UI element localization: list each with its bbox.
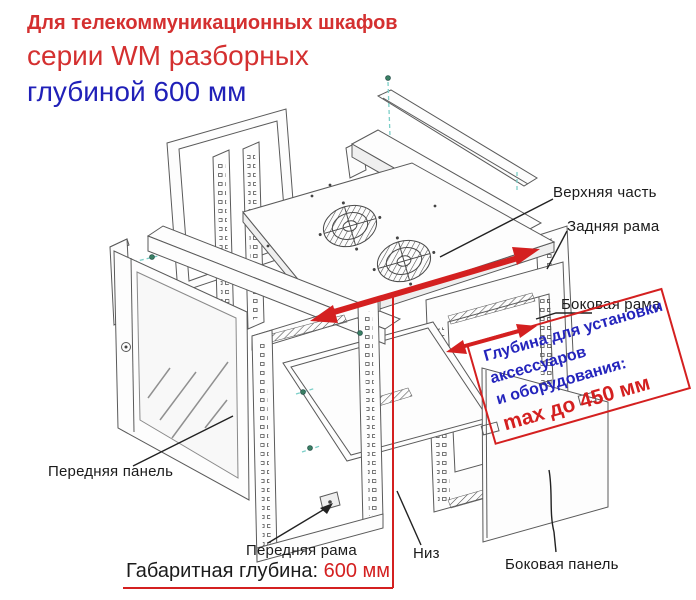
accessory-depth-arrow (446, 324, 537, 354)
dimension-line (123, 295, 394, 589)
leader-front-frame (267, 506, 329, 544)
side-panel-part (480, 367, 609, 543)
overall-depth-label: Габаритная глубина: (126, 560, 319, 582)
bottom-panel-part (282, 321, 498, 462)
leader-side-frame (535, 312, 592, 320)
leader-front-panel (132, 415, 234, 467)
leader-bottom (396, 490, 422, 546)
fan-icon (372, 236, 436, 286)
label-side-frame: Боковая рама (561, 296, 661, 313)
leader-top-part (439, 198, 554, 258)
depth-arrow (310, 247, 540, 323)
overall-depth-value: 600 мм (323, 560, 391, 582)
front-frame-part (251, 296, 384, 563)
label-front-panel: Передняя панель (48, 463, 174, 480)
leader-arrowhead (320, 503, 333, 514)
title-line-2: серии WM разборных (27, 40, 309, 71)
fan-icon (318, 201, 382, 251)
title-line-3: глубиной 600 мм (27, 76, 247, 107)
leader-side-panel (548, 469, 557, 553)
leader-rear-frame (546, 230, 568, 270)
label-top-part: Верхняя часть (553, 184, 657, 201)
title-line-1: Для телекоммуникационных шкафов (27, 12, 398, 34)
label-front-frame: Передняя рама (246, 542, 357, 559)
door-lock-icon (121, 342, 131, 352)
top-rail-part (376, 75, 538, 192)
label-side-panel: Боковая панель (505, 556, 619, 573)
label-rear-frame: Задняя рама (567, 218, 660, 235)
label-bottom: Низ (413, 545, 440, 562)
overall-depth-dimension: Габаритная глубина: 600 мм (126, 560, 390, 583)
leader-lines (132, 198, 592, 553)
